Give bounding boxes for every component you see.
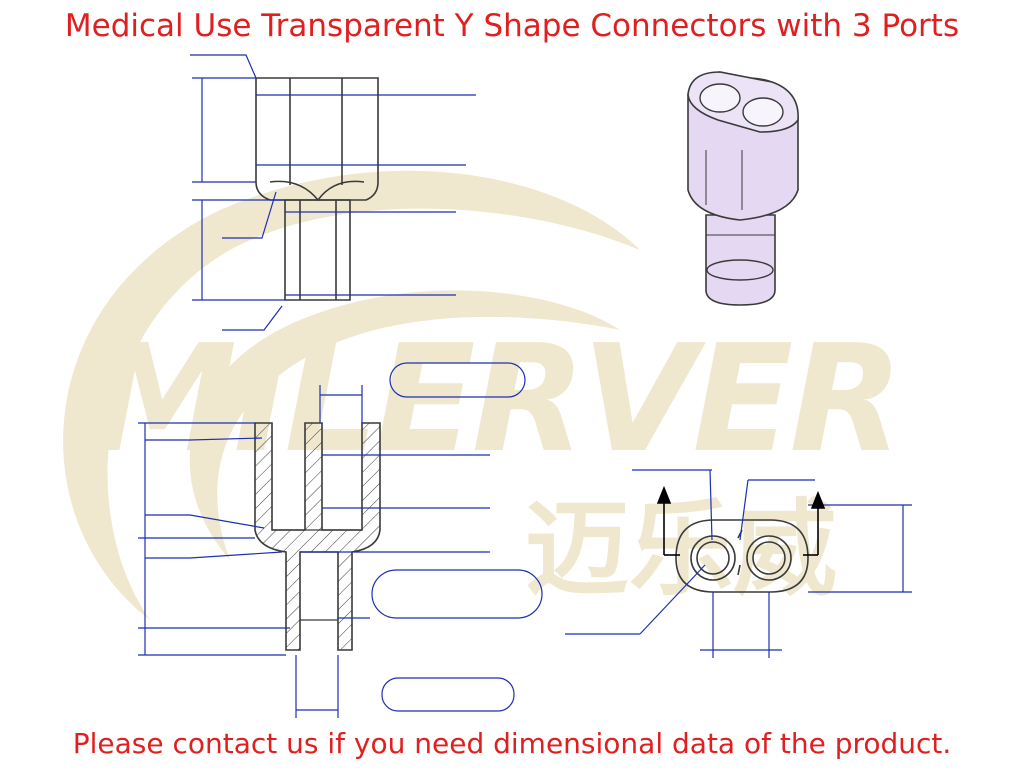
watermark-brand-cjk: 迈乐威 — [525, 488, 837, 610]
watermark-swoosh-outer — [63, 170, 641, 620]
page-title: Medical Use Transparent Y Shape Connecto… — [64, 8, 960, 44]
isometric-detail-lines — [705, 150, 775, 236]
section-cut-arrows — [656, 485, 826, 556]
section-view — [138, 362, 543, 718]
isometric-ports — [699, 83, 784, 281]
watermark-brand-latin: MILERVER — [90, 313, 899, 485]
top-view-outline — [675, 519, 809, 593]
front-elevation-view — [190, 54, 476, 331]
front-elevation-dimensions — [190, 54, 476, 331]
top-view-dimensions — [565, 469, 912, 658]
top-view — [565, 469, 912, 658]
section-inner-lines — [272, 529, 362, 621]
watermark-swoosh-inner — [189, 290, 621, 560]
isometric-view — [687, 71, 799, 306]
contact-footer: Please contact us if you need dimensiona… — [72, 727, 952, 760]
front-elevation-outline — [255, 77, 379, 301]
section-dimensions — [138, 362, 543, 718]
